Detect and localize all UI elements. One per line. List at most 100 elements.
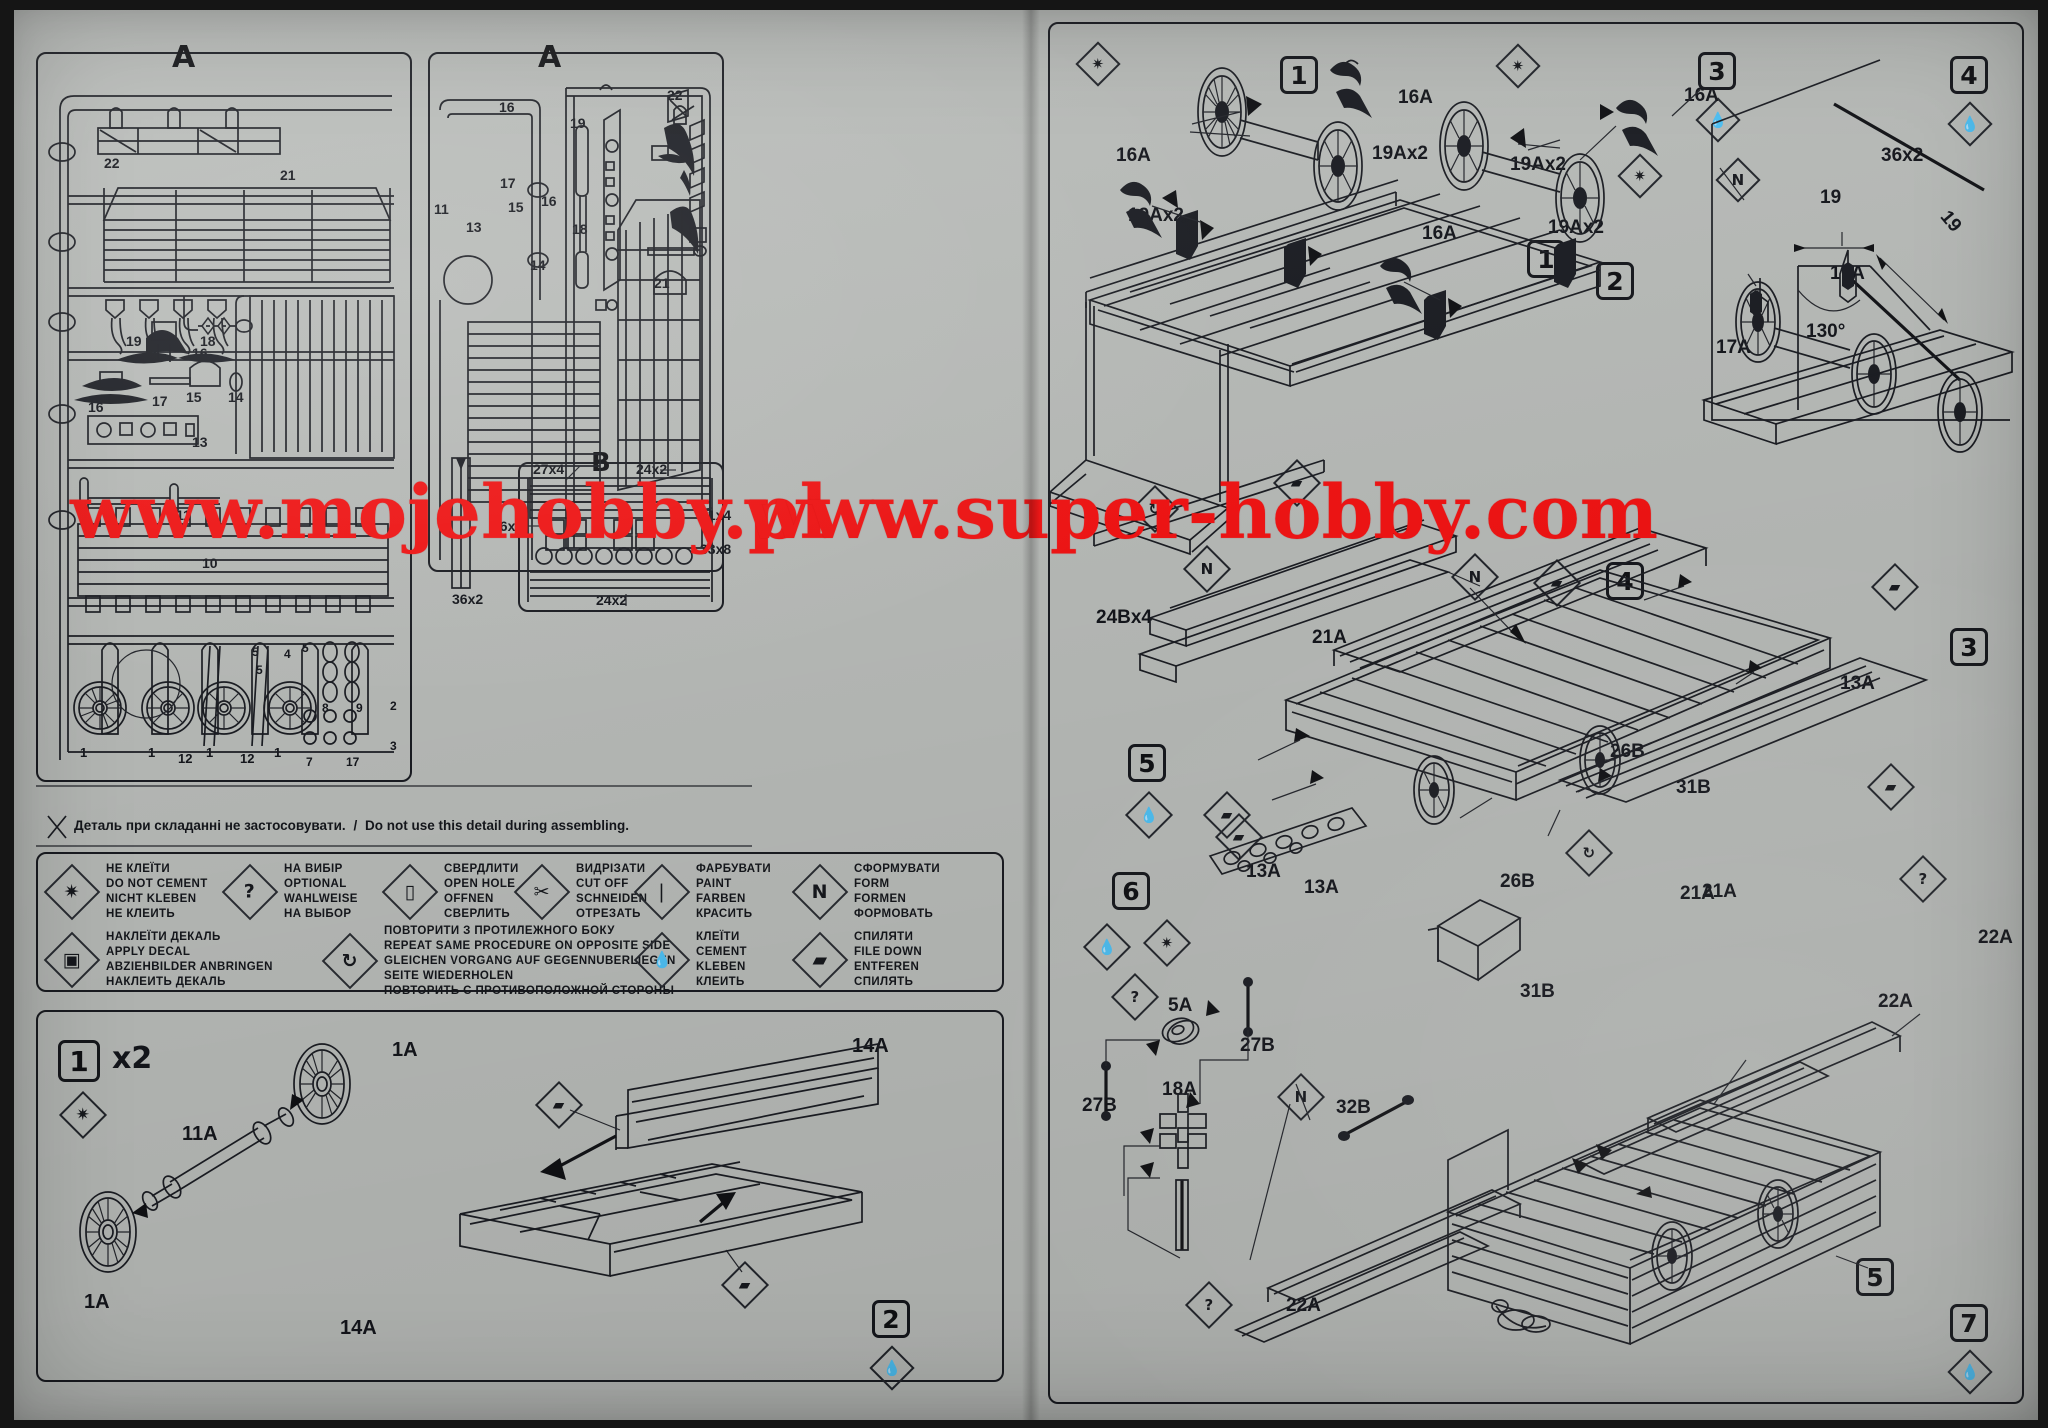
- step-3-number-top: 3: [1708, 56, 1726, 86]
- legend-item-cement-text: КЛЕЇТИ CEMENT KLEBEN КЛЕИТЬ: [696, 930, 747, 990]
- do-not-use-note: Деталь при складанні не застосовувати. /…: [74, 818, 629, 833]
- step-3-badge-top: 3: [1698, 52, 1736, 90]
- step-2-badge: 2: [872, 1300, 910, 1338]
- legend-line: КРАСИТЬ: [696, 907, 753, 920]
- label-16a-4: 16A: [1422, 223, 1457, 244]
- dimension-130-deg: 130°: [1806, 321, 1846, 342]
- legend-item-form: N СФОРМУВАТИ FORM FORMEN ФОРМОВАТЬ: [791, 862, 940, 922]
- part-number-right-17: 17: [500, 175, 516, 191]
- sprue-panel-a-right: [428, 52, 724, 572]
- part-number-right-11: 11: [434, 201, 449, 217]
- legend-panel: [36, 852, 1004, 992]
- step-1-part-11a: 11A: [182, 1123, 218, 1145]
- legend-line: ABZIEHBILDER ANBRINGEN: [106, 960, 273, 973]
- legend-line: WAHLWEISE: [284, 892, 358, 905]
- part-number-18: 18: [200, 333, 216, 349]
- label-16a-1: 16A: [1398, 87, 1433, 108]
- label-26b-2: 26B: [1500, 871, 1535, 892]
- part-count-26x2: 26x2: [492, 518, 524, 534]
- legend-line: NICHT KLEBEN: [106, 892, 197, 905]
- label-21a-1: 21A: [1312, 627, 1347, 648]
- legend-line: OPTIONAL: [284, 877, 347, 890]
- legend-item-optional-text: НА ВИБІР OPTIONAL WAHLWEISE НА ВЫБОР: [284, 862, 358, 922]
- legend-line: СПИЛЯТИ: [854, 931, 914, 943]
- label-16a-3: 16A: [1116, 145, 1151, 166]
- legend-item-do-not-cement-text: НЕ КЛЕЇТИ DO NOT CEMENT NICHT KLEBEN НЕ …: [106, 862, 208, 922]
- legend-line: СФОРМУВАТИ: [854, 863, 941, 875]
- label-17a-2: 17A: [1716, 337, 1751, 358]
- scan-edge-top: [0, 0, 2048, 10]
- step-7-badge: 7: [1950, 1304, 1988, 1342]
- step-5-badge-mid: 5: [1128, 744, 1166, 782]
- sprue-label-a-left: A: [172, 40, 196, 75]
- legend-item-do-not-cement: ✷ НЕ КЛЕЇТИ DO NOT CEMENT NICHT KLEBEN Н…: [43, 862, 208, 922]
- legend-line: KLEBEN: [696, 960, 746, 973]
- step-1-part-1a-bottom: 1A: [84, 1291, 110, 1313]
- legend-line: НЕ КЛЕЇТИ: [106, 863, 170, 875]
- legend-item-cement: 💧 КЛЕЇТИ CEMENT KLEBEN КЛЕИТЬ: [633, 930, 747, 990]
- legend-item-form-text: СФОРМУВАТИ FORM FORMEN ФОРМОВАТЬ: [854, 862, 940, 922]
- part-number-right-16-b: 16: [541, 193, 557, 209]
- sprue-label-a-right: A: [538, 40, 562, 75]
- part-number-5-c: 5: [302, 641, 309, 655]
- step-1-badge: 1: [58, 1040, 100, 1082]
- step-1-multiplier: x2: [112, 1041, 153, 1076]
- step-2-badge-right: 2: [1596, 262, 1634, 300]
- part-number-9: 9: [356, 701, 363, 715]
- dimension-19-a: 19: [1820, 187, 1842, 208]
- step-6-badge: 6: [1112, 872, 1150, 910]
- label-22a-1: 22A: [1978, 927, 2013, 948]
- part-number-2: 2: [390, 699, 397, 713]
- part-number-8: 8: [322, 701, 329, 715]
- part-number-12-a: 12: [178, 751, 193, 766]
- part-number-5-a: 5: [252, 645, 259, 659]
- legend-item-file-down: ▰ СПИЛЯТИ FILE DOWN ENTFEREN СПИЛЯТЬ: [791, 930, 922, 990]
- legend-line: НА ВИБІР: [284, 863, 343, 875]
- part-number-right-13: 13: [466, 219, 482, 235]
- watermark-superhobby: www.super-hobby.com: [745, 470, 1659, 556]
- step-6-number: 6: [1122, 876, 1140, 906]
- label-19ax2-4: 19Ax2: [1548, 217, 1604, 238]
- part-number-12-b: 12: [240, 751, 255, 766]
- do-not-use-note-en: Do not use this detail during assembling…: [364, 818, 630, 833]
- label-21a-step7: 21A: [1680, 883, 1715, 904]
- legend-item-paint: ❘ ФАРБУВАТИ PAINT FARBEN КРАСИТЬ: [633, 862, 771, 922]
- part-number-13: 13: [192, 434, 208, 450]
- legend-line: ФАРБУВАТИ: [696, 863, 771, 875]
- scan-edge-right: [2038, 0, 2048, 1428]
- legend-line: НЕ КЛЕИТЬ: [106, 907, 176, 920]
- right-page-panel: [1048, 22, 2024, 1404]
- legend-item-apply-decal-text: НАКЛЕЇТИ ДЕКАЛЬ APPLY DECAL ABZIEHBILDER…: [106, 930, 273, 990]
- legend-line: CUT OFF: [576, 877, 629, 890]
- step-7-number: 7: [1960, 1308, 1978, 1338]
- label-19ax2-1: 19Ax2: [1372, 143, 1428, 164]
- legend-item-apply-decal: ▣ НАКЛЕЇТИ ДЕКАЛЬ APPLY DECAL ABZIEHBILD…: [43, 930, 273, 990]
- legend-line: OFFNEN: [444, 892, 494, 905]
- part-number-4: 4: [284, 647, 291, 661]
- legend-item-cut-off-text: ВИДРІЗАТИ CUT OFF SCHNEIDEN ОТРЕЗАТЬ: [576, 862, 647, 922]
- step-4-number-top: 4: [1960, 60, 1978, 90]
- legend-line: SEITE WIEDERHOLEN: [384, 969, 514, 982]
- legend-line: FARBEN: [696, 892, 746, 905]
- legend-line: PAINT: [696, 877, 732, 890]
- legend-line: КЛЕИТЬ: [696, 975, 745, 988]
- part-number-right-14: 14: [530, 257, 546, 273]
- do-not-use-note-separator: /: [353, 818, 358, 833]
- part-number-17-b: 17: [346, 755, 360, 769]
- part-number-11: 11: [176, 507, 191, 523]
- legend-line: НАКЛЕЇТИ ДЕКАЛЬ: [106, 931, 221, 943]
- legend-line: REPEAT SAME PROCEDURE ON OPPOSITE SIDE: [384, 939, 671, 952]
- step-1-part-1a-top: 1A: [392, 1039, 418, 1061]
- label-31b-1: 31B: [1676, 777, 1711, 798]
- watermark-mojehobby: www.mojehobby.pl: [70, 470, 828, 556]
- label-21a-2: 21A: [1702, 881, 1737, 902]
- label-31b-2: 31B: [1520, 981, 1555, 1002]
- legend-line: СВЕРЛИТЬ: [444, 907, 511, 920]
- legend-line: НАКЛЕИТЬ ДЕКАЛЬ: [106, 975, 226, 988]
- label-22a-3: 22A: [1286, 1295, 1321, 1316]
